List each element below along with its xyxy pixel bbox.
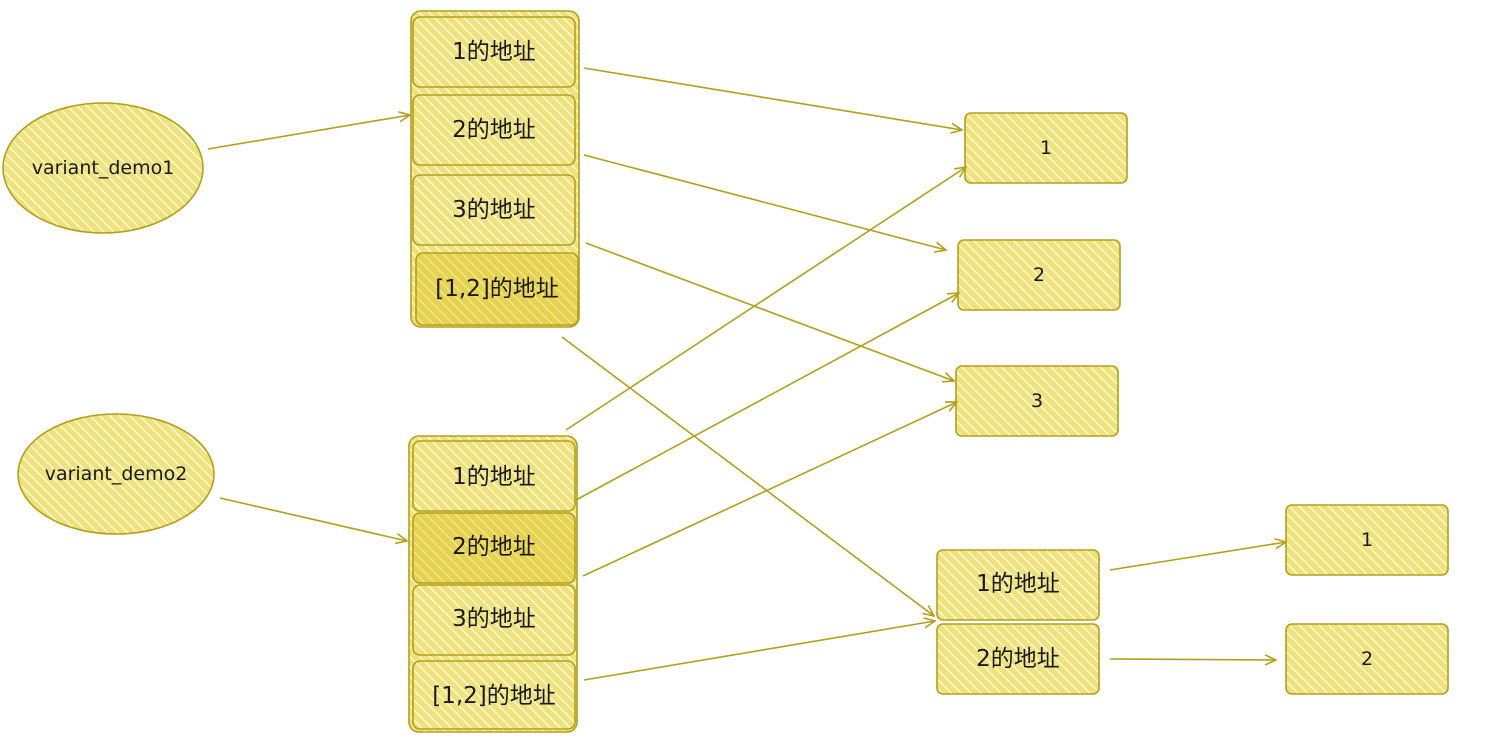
variable-node-demo2: variant_demo2 [17,413,215,535]
list1-slot-2-label: 2的地址 [452,117,536,143]
arrow-demo1-to-list1 [207,115,410,150]
arrow-list2-slot4-to-inner-list [583,621,935,681]
arrow-list2-slot3-to-value3 [582,402,957,577]
list1-slot-3-label: 3的地址 [452,197,536,223]
value-box-1: 1 [964,112,1128,184]
arrow-list1-slot1-to-value1 [583,67,962,130]
arrow-list2-slot2-to-value2 [575,293,959,501]
arrow-inner-slot1-to-inner-value1 [1109,542,1286,571]
arrow-demo2-to-list2 [219,497,407,541]
variable-label-demo1: variant_demo1 [32,157,175,179]
list2-slot-1-label: 1的地址 [452,464,536,490]
list2-slot-3: 3的地址 [412,584,576,656]
inner-list-slot-2-label: 2的地址 [976,646,1060,672]
value-box-2: 2 [957,239,1121,311]
inner-value-box-1-label: 1 [1361,529,1373,551]
list1-slot-1-label: 1的地址 [452,39,536,65]
list1-slot-4-label: [1,2]的地址 [435,276,559,302]
list2-slot-1: 1的地址 [412,440,576,512]
arrow-list1-slot3-to-value3 [585,242,954,381]
inner-value-box-2: 2 [1285,623,1449,695]
list2-slot-4-label: [1,2]的地址 [432,683,556,709]
arrow-list2-slot1-to-value1 [565,167,966,431]
arrows [207,67,1286,681]
value-box-3-label: 3 [1031,390,1043,412]
inner-list-slot-2: 2的地址 [936,623,1100,695]
list1-slot-3: 3的地址 [412,174,576,246]
arrow-list1-slot2-to-value2 [583,154,946,250]
value-box-3: 3 [955,365,1119,437]
list2-container: 1的地址 2的地址 3的地址 [1,2]的地址 [408,435,578,733]
inner-list-slot-1: 1的地址 [936,549,1100,621]
list2-slot-2-label: 2的地址 [452,534,536,560]
inner-value-box-1: 1 [1285,504,1449,576]
arrow-list1-slot4-to-inner-list [561,336,934,616]
variable-node-demo1: variant_demo1 [2,102,204,234]
list2-slot-3-label: 3的地址 [452,606,536,632]
list2-slot-2: 2的地址 [412,512,576,584]
list1-slot-4: [1,2]的地址 [415,252,579,326]
list1-container: 1的地址 2的地址 3的地址 [1,2]的地址 [410,10,580,328]
value-box-2-label: 2 [1033,264,1045,286]
list1-slot-2: 2的地址 [412,94,576,166]
variable-label-demo2: variant_demo2 [45,463,188,485]
arrow-inner-slot2-to-inner-value2 [1109,659,1276,660]
value-box-1-label: 1 [1040,137,1052,159]
inner-list-slot-1-label: 1的地址 [976,571,1060,597]
list1-slot-1: 1的地址 [412,16,576,88]
inner-value-box-2-label: 2 [1361,648,1373,670]
list2-slot-4: [1,2]的地址 [412,660,576,730]
